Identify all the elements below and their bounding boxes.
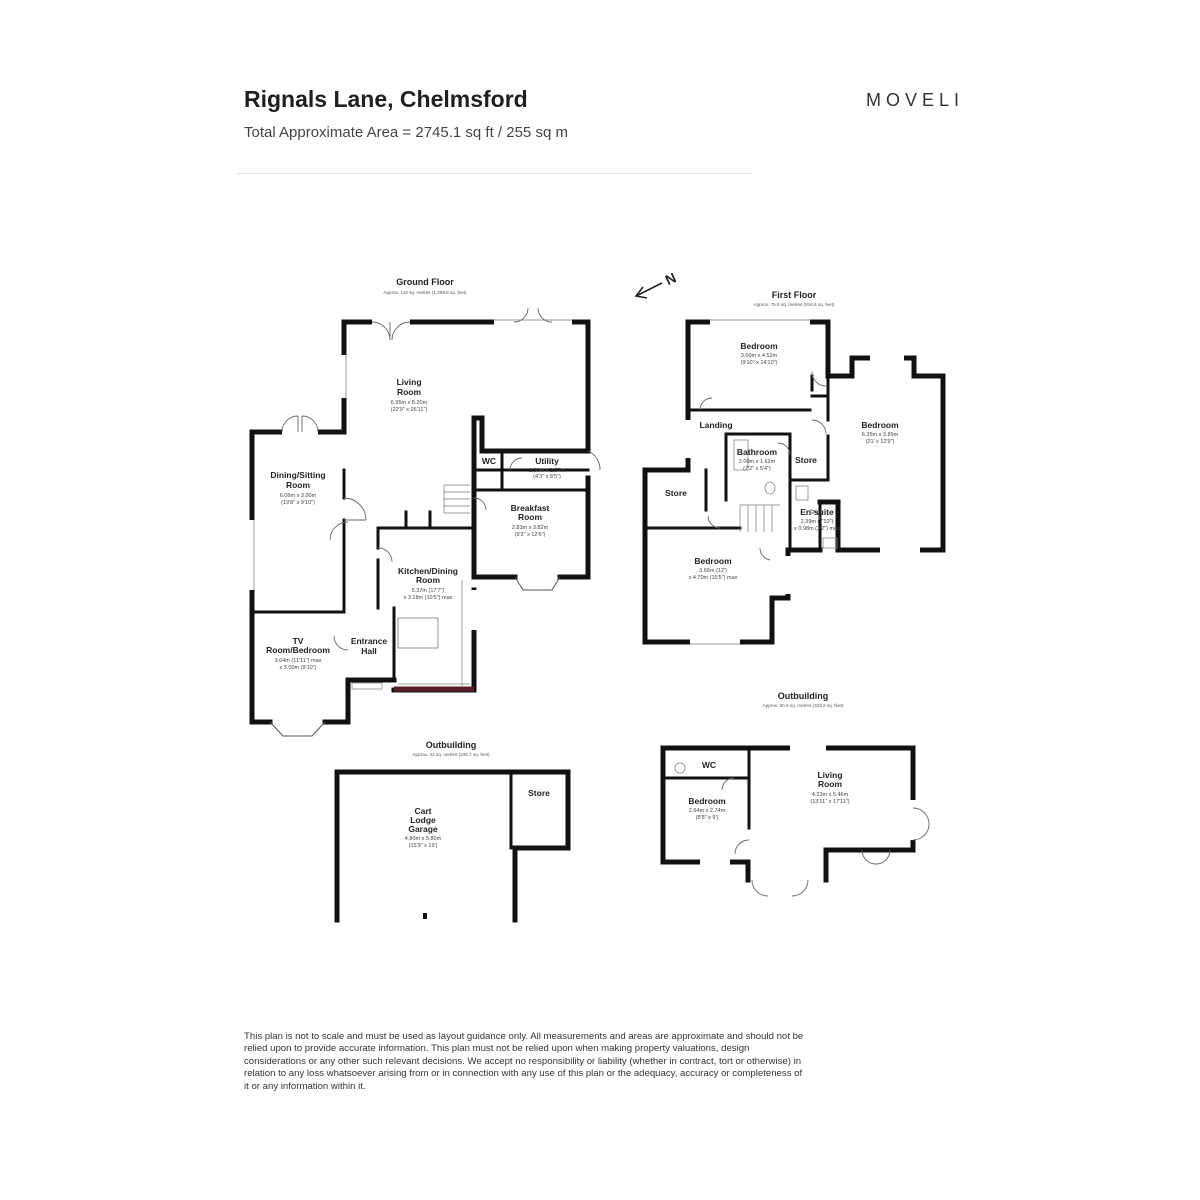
living-room-name2: Room — [397, 387, 422, 397]
ground-floor-area: Approx. 118 sq. metres (1,269.8 sq. feet… — [383, 290, 467, 295]
first-floor-area: Approx. 75.9 sq. metres (816.6 sq. feet) — [754, 302, 835, 307]
kitchen-dim1: 5.37m (17'7") — [412, 588, 445, 594]
bedroom-outbuilding-name: Bedroom — [688, 796, 726, 806]
store-first-right-name: Store — [795, 455, 817, 465]
utility-name: Utility — [535, 456, 559, 466]
bedroom3-dim2: x 4.70m (15'5") max — [689, 575, 738, 581]
bathroom-dim1: 2.00m x 1.62m — [739, 459, 776, 465]
bathroom-dim2: (7'2" x 5'4") — [743, 466, 771, 472]
tv-room-dim1: 3.64m (11'11") max — [275, 658, 322, 664]
living-room-name1: Living — [396, 377, 421, 387]
en-suite-dim1: 2.39m (7'10") — [801, 519, 834, 525]
breakfast-room-dim1: 2.83m x 3.82m — [512, 525, 549, 531]
ground-floor: Ground Floor Approx. 118 sq. metres (1,2… — [249, 277, 601, 737]
dining-room-name1: Dining/Sitting — [270, 470, 325, 480]
cart-lodge-name3: Garage — [408, 824, 438, 834]
kitchen-name1: Kitchen/Dining — [398, 566, 458, 576]
garage-outbuilding-label: Outbuilding — [426, 740, 476, 750]
north-arrow-icon: N — [634, 269, 679, 299]
living-room-dim2: (22'9" x 26'11") — [391, 407, 428, 413]
bedroom1-name: Bedroom — [740, 341, 778, 351]
utility-dim1: 1.30m x 2.57m — [529, 468, 566, 474]
living-outbuilding-dim2: (13'11" x 17'11") — [810, 799, 849, 805]
tv-room-name2: Room/Bedroom — [266, 645, 330, 655]
garage-outbuilding-area: Approx. 32 sq. metres (345.7 sq. feet) — [412, 752, 490, 757]
kitchen-dim2: x 3.18m (10'5") max — [404, 595, 453, 601]
entrance-hall-name1: Entrance — [351, 636, 388, 646]
first-floor-label: First Floor — [772, 290, 817, 300]
outbuilding-living: Outbuilding Approx. 30.9 sq. metres (333… — [660, 691, 930, 897]
store-first-left-name: Store — [665, 488, 687, 498]
ground-floor-label: Ground Floor — [396, 277, 454, 287]
living-room-dim1: 6.95m x 8.20m — [391, 400, 428, 406]
dining-room-dim1: 6.06m x 3.00m — [280, 493, 317, 499]
living-outbuilding-label: Outbuilding — [778, 691, 828, 701]
living-outbuilding-dim1: 4.23m x 5.46m — [812, 792, 849, 798]
bedroom2-name: Bedroom — [861, 420, 899, 430]
bedroom2-dim1: 6.35m x 3.89m — [862, 432, 899, 438]
cart-lodge-dim2: (15'9" x 19') — [409, 843, 438, 849]
tv-room-dim2: x 3.00m (9'10") — [280, 665, 317, 671]
total-area: Total Approximate Area = 2745.1 sq ft / … — [244, 124, 568, 141]
dining-room-dim2: (19'8" x 9'10") — [281, 500, 315, 506]
cart-lodge-name2: Lodge — [410, 815, 436, 825]
en-suite-name: En-suite — [800, 507, 834, 517]
landing-name: Landing — [699, 420, 732, 430]
breakfast-room-name1: Breakfast — [511, 503, 550, 513]
wc-ground-name: WC — [482, 456, 496, 466]
header-divider — [236, 173, 752, 174]
living-outbuilding-area: Approx. 30.9 sq. metres (333.2 sq. feet) — [763, 703, 844, 708]
bedroom-outbuilding-dim1: 2.64m x 2.74m — [689, 808, 726, 814]
breakfast-room-name2: Room — [518, 512, 543, 522]
bedroom-outbuilding-dim2: (8'8" x 9') — [696, 815, 719, 821]
store-garage-name: Store — [528, 788, 550, 798]
bedroom3-dim1: 3.66m (12') — [699, 568, 727, 574]
kitchen-name2: Room — [416, 575, 441, 585]
en-suite-dim2: x 0.98m (3'2") max — [794, 526, 840, 532]
cart-lodge-dim1: 4.80m x 5.80m — [405, 836, 442, 842]
bedroom1-dim1: 3.00m x 4.52m — [741, 353, 778, 359]
cart-lodge-name1: Cart — [414, 806, 431, 816]
dining-room-name2: Room — [286, 480, 311, 490]
page-title: Rignals Lane, Chelmsford — [244, 86, 528, 112]
living-outbuilding-name2: Room — [818, 779, 843, 789]
first-floor: First Floor Approx. 75.9 sq. metres (816… — [642, 290, 946, 645]
entrance-hall-name2: Hall — [361, 646, 377, 656]
bedroom1-dim2: (9'10" x 14'10") — [741, 360, 778, 366]
wc-outbuilding-name: WC — [702, 760, 716, 770]
outbuilding-garage: Outbuilding Approx. 32 sq. metres (345.7… — [334, 740, 571, 923]
bedroom2-dim2: (21' x 12'9") — [866, 439, 895, 445]
tv-room-name1: TV — [293, 636, 304, 646]
moveli-logo-icon: MOVELI — [866, 90, 965, 110]
utility-dim2: (4'3" x 8'5") — [533, 474, 561, 480]
bathroom-name: Bathroom — [737, 447, 778, 457]
living-outbuilding-name1: Living — [817, 770, 842, 780]
disclaimer-text: This plan is not to scale and must be us… — [244, 1031, 804, 1092]
bedroom3-name: Bedroom — [694, 556, 732, 566]
breakfast-room-dim2: (9'3" x 12'6") — [515, 532, 546, 538]
svg-text:N: N — [663, 269, 679, 288]
